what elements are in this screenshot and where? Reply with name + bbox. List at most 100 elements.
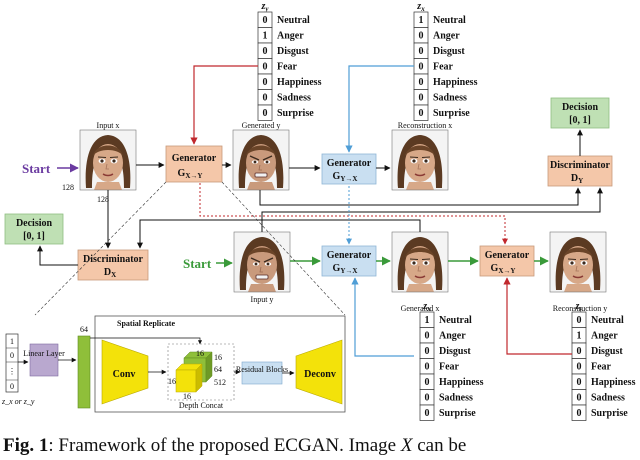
face-generated-x — [391, 231, 449, 293]
emotion-label: Disgust — [433, 46, 465, 57]
emotion-label: Neutral — [277, 15, 310, 26]
inset-conv — [101, 339, 149, 405]
label-generated-y: Generated y — [242, 121, 281, 130]
emotion-label: Disgust — [439, 346, 471, 357]
generator-yx-bottom: Generator GY→X — [321, 245, 377, 277]
vector-value: 0 — [425, 377, 430, 388]
emotion-label: Disgust — [277, 46, 309, 57]
vector-value: 0 — [425, 346, 430, 357]
svg-text:DY: DY — [571, 173, 583, 185]
inset-deconv — [295, 339, 343, 405]
vector-cell — [571, 404, 587, 421]
vector-value: 0 — [577, 408, 582, 419]
vector-value: 0 — [425, 393, 430, 404]
generator-xy-top: Generator GX→Y — [165, 145, 223, 183]
svg-text:GY→X: GY→X — [333, 263, 358, 275]
vector-value: 0 — [263, 93, 268, 104]
svg-text:1: 1 — [10, 337, 14, 346]
vector-value: 0 — [263, 77, 268, 88]
discriminator-x: Discriminator DX — [77, 249, 149, 281]
svg-text:0: 0 — [10, 382, 14, 391]
svg-text:Generator: Generator — [485, 250, 530, 261]
vector-cell — [413, 104, 429, 121]
vector-value: 0 — [263, 46, 268, 57]
generator-xy-bottom: Generator GX→Y — [479, 245, 535, 277]
label-reconstruction-x: Reconstruction x — [398, 121, 452, 130]
emotion-label: Neutral — [591, 315, 624, 326]
vector-value: 0 — [419, 93, 424, 104]
emotion-label: Anger — [439, 331, 466, 342]
emotion-label: Sadness — [591, 393, 625, 404]
svg-text:Discriminator: Discriminator — [550, 160, 611, 171]
svg-text:[0, 1]: [0, 1] — [23, 231, 45, 242]
vector-value: 0 — [577, 362, 582, 373]
vector-value: 0 — [263, 15, 268, 26]
inset-linear-layer — [29, 343, 59, 377]
svg-text:16: 16 — [214, 353, 222, 362]
emotion-label: Fear — [433, 62, 454, 73]
svg-text:Decision: Decision — [562, 102, 599, 113]
svg-text:0: 0 — [10, 351, 14, 360]
vector-value: 1 — [263, 31, 268, 42]
svg-text:16: 16 — [196, 349, 204, 358]
svg-text:64: 64 — [80, 325, 88, 334]
vector-value: 0 — [419, 31, 424, 42]
svg-text:16: 16 — [183, 392, 191, 401]
start-label-top: Start — [22, 161, 51, 176]
emotion-label: Fear — [591, 362, 612, 373]
face-input-y — [233, 231, 291, 293]
discriminator-y: Discriminator DY — [547, 155, 613, 187]
vector-value: 1 — [425, 315, 430, 326]
svg-text:Decision: Decision — [16, 218, 53, 229]
emotion-label: Fear — [439, 362, 460, 373]
vector-value: 0 — [425, 408, 430, 419]
dim-height: 128 — [97, 195, 109, 204]
emotion-label: Neutral — [439, 315, 472, 326]
svg-text:[0, 1]: [0, 1] — [569, 115, 591, 126]
face-reconstruction-x — [391, 129, 449, 191]
vector-value: 0 — [263, 62, 268, 73]
emotion-label: Anger — [591, 331, 618, 342]
vector-value: 0 — [425, 331, 430, 342]
emotion-label: Surprise — [277, 108, 314, 119]
emotion-label: Surprise — [591, 408, 628, 419]
svg-text:DX: DX — [104, 267, 116, 279]
emotion-label: Fear — [277, 62, 298, 73]
face-input-x — [79, 129, 137, 191]
vector-value: 0 — [263, 108, 268, 119]
svg-text:Spatial Replicate: Spatial Replicate — [117, 319, 175, 328]
label-input-x: Input x — [97, 121, 120, 130]
svg-text:Discriminator: Discriminator — [83, 254, 144, 265]
svg-text:Linear Layer: Linear Layer — [23, 349, 65, 358]
vector-value: 0 — [577, 346, 582, 357]
svg-text:16: 16 — [168, 377, 176, 386]
svg-text:GY→X: GY→X — [333, 171, 358, 183]
svg-text:Generator: Generator — [327, 158, 372, 169]
svg-text:GX→Y: GX→Y — [178, 168, 203, 180]
vector-value: 0 — [577, 315, 582, 326]
label-generated-x: Generated x — [401, 304, 440, 313]
emotion-label: Surprise — [433, 108, 470, 119]
start-label-bottom: Start — [183, 256, 212, 271]
svg-text:64: 64 — [214, 365, 222, 374]
vector-value: 0 — [577, 377, 582, 388]
svg-text:Generator: Generator — [172, 153, 217, 164]
svg-text:GX→Y: GX→Y — [491, 263, 516, 275]
figure-caption: Fig. 1: Framework of the proposed ECGAN.… — [3, 435, 466, 456]
vector-value: 0 — [419, 46, 424, 57]
generator-yx-top: Generator GY→X — [321, 153, 377, 185]
emotion-label: Happiness — [591, 377, 636, 388]
svg-text:Depth Concat: Depth Concat — [179, 401, 224, 410]
label-input-y: Input y — [251, 295, 274, 304]
face-reconstruction-y — [549, 231, 607, 293]
vector-value: 0 — [419, 108, 424, 119]
emotion-label: Anger — [277, 31, 304, 42]
svg-text:z_x or z_y: z_x or z_y — [1, 397, 35, 406]
dim-width: 128 — [62, 183, 74, 192]
vector-title: zy — [260, 1, 269, 13]
vector-title: zy — [574, 301, 583, 313]
